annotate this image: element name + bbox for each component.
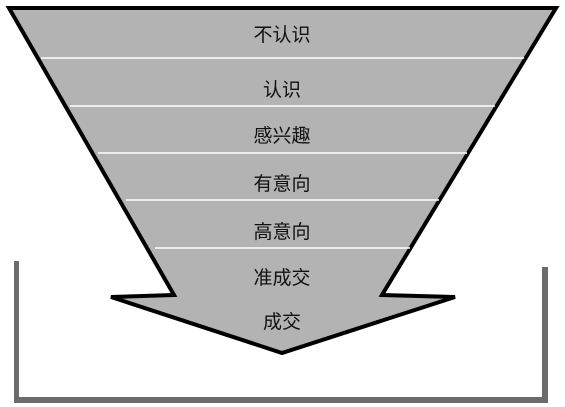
stage-label-near-deal: 准成交 (253, 267, 310, 289)
stage-label-deal: 成交 (263, 311, 301, 333)
tray (14, 261, 548, 403)
funnel-body (5, 6, 560, 356)
stage-label-intent: 有意向 (253, 173, 310, 195)
tray-bottom (14, 397, 548, 403)
stage-label-interested: 感兴趣 (253, 125, 310, 147)
stage-dividers (41, 57, 524, 249)
tray-left-wall (14, 261, 19, 403)
stage-label-not-aware: 不认识 (253, 24, 310, 46)
tray-right-wall (542, 267, 548, 403)
stage-label-high-intent: 高意向 (253, 221, 310, 243)
stage-label-aware: 认识 (263, 79, 301, 101)
